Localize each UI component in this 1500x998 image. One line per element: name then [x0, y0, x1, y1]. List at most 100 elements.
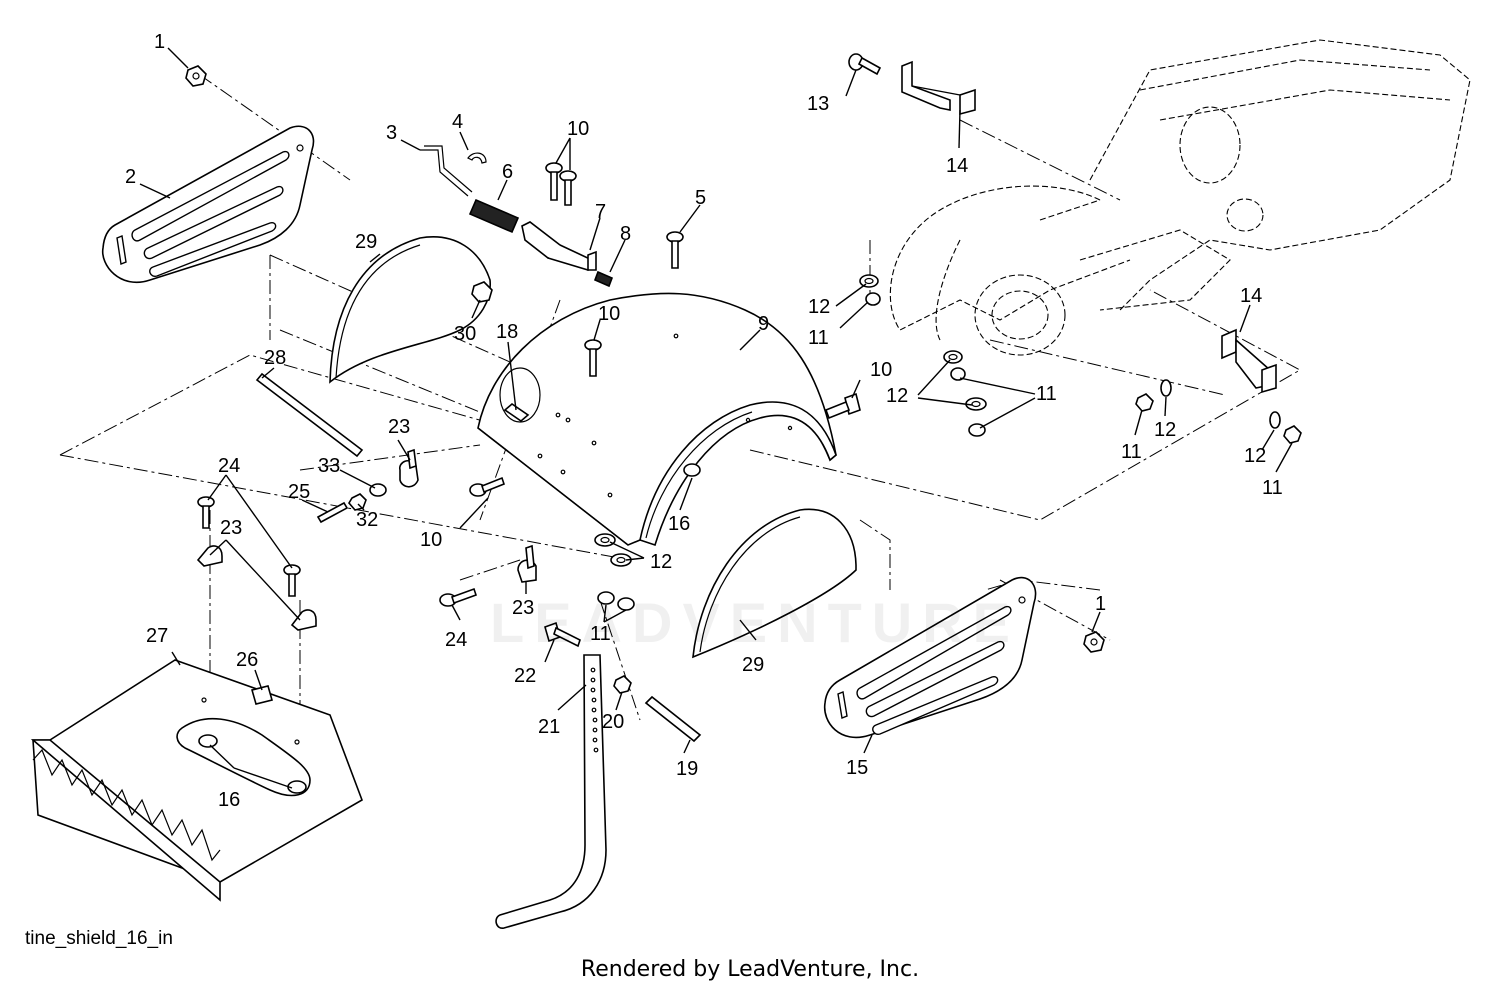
callout-16-flap: 16 [218, 789, 240, 811]
carriage-bolt-24b[interactable] [283, 564, 301, 597]
depth-bar[interactable] [495, 654, 607, 929]
nut-11e[interactable] [1283, 425, 1302, 444]
callout-6: 6 [502, 161, 513, 183]
callout-12-a: 12 [808, 296, 830, 318]
carriage-bolt-10e[interactable] [469, 476, 505, 497]
rear-flap[interactable] [30, 659, 363, 902]
figure-id-label: tine_shield_16_in [25, 928, 173, 949]
hex-bolt-22[interactable] [544, 621, 581, 648]
callout-12-b: 12 [886, 385, 908, 407]
callout-14-top: 14 [946, 155, 968, 177]
tiller-frame-outline [889, 39, 1471, 356]
side-plate-right[interactable] [823, 576, 1037, 738]
callout-25: 25 [288, 481, 310, 503]
carriage-bolt-10c[interactable] [584, 339, 602, 377]
washer-12e[interactable] [1269, 411, 1281, 429]
callout-29-left: 29 [355, 231, 377, 253]
callout-2: 2 [125, 166, 136, 188]
callout-12-d: 12 [1244, 445, 1266, 467]
hex-bolt-10d[interactable] [824, 392, 861, 420]
nut-11b[interactable] [950, 367, 966, 381]
callout-18: 18 [496, 321, 518, 343]
callout-21: 21 [538, 716, 560, 738]
callout-1-top: 1 [154, 31, 165, 53]
decal-26[interactable] [251, 685, 273, 705]
carriage-bolt-5[interactable] [666, 231, 684, 269]
rod-28[interactable] [255, 372, 364, 458]
nut-20[interactable] [613, 675, 632, 694]
callout-19: 19 [676, 758, 698, 780]
callout-8: 8 [620, 223, 631, 245]
callout-23-left: 23 [220, 517, 242, 539]
callout-29-right: 29 [742, 654, 764, 676]
end-cap-right[interactable] [692, 508, 857, 659]
callout-14-right: 14 [1240, 285, 1262, 307]
leader-lines [139, 47, 1293, 789]
callout-23-bottom: 23 [512, 597, 534, 619]
callout-33: 33 [318, 455, 340, 477]
flange-nut-1a[interactable] [185, 65, 207, 87]
spring-6[interactable] [468, 198, 520, 234]
washer-12d[interactable] [1160, 379, 1172, 397]
nut-11d[interactable] [1135, 393, 1154, 412]
spring-8[interactable] [593, 270, 614, 288]
pin-25[interactable] [316, 501, 349, 524]
end-cap-left[interactable] [329, 236, 491, 384]
washer-12b[interactable] [943, 350, 963, 364]
washer-12f[interactable] [594, 533, 616, 547]
washer-33[interactable] [369, 483, 387, 497]
nut-32[interactable] [348, 493, 367, 511]
bolt-18[interactable] [503, 402, 530, 423]
hairpin-3[interactable] [420, 145, 473, 197]
nut-30[interactable] [471, 281, 493, 303]
carriage-bolt-10a[interactable] [545, 162, 563, 201]
nut-11f[interactable] [597, 591, 615, 605]
callout-10-center: 10 [598, 303, 620, 325]
footer-caption: Rendered by LeadVenture, Inc. [580, 957, 920, 982]
clamp-23a[interactable] [399, 448, 419, 488]
callout-1-right: 1 [1095, 593, 1106, 615]
callout-28: 28 [264, 347, 286, 369]
tine-shield-hood[interactable] [477, 292, 837, 547]
clip-4[interactable] [467, 152, 487, 164]
side-plate-left[interactable] [102, 125, 315, 283]
callout-15: 15 [846, 757, 868, 779]
callout-23-top: 23 [388, 416, 410, 438]
bracket-7[interactable] [521, 221, 597, 271]
callout-26: 26 [236, 649, 258, 671]
callout-labels: 1 1 2 3 4 5 6 7 8 9 10 10 10 10 11 11 11… [125, 31, 1283, 811]
callout-11-d: 11 [1262, 477, 1283, 499]
callout-12-e: 12 [650, 551, 672, 573]
washer-12a[interactable] [859, 274, 879, 288]
callout-11-b: 11 [1036, 383, 1057, 405]
callout-27: 27 [146, 625, 168, 647]
callout-16-hood: 16 [668, 513, 690, 535]
callout-13: 13 [807, 93, 829, 115]
carriage-bolt-10b[interactable] [559, 170, 577, 206]
callout-11-c: 11 [1121, 441, 1142, 463]
callout-3: 3 [386, 122, 397, 144]
nut-16[interactable] [683, 463, 701, 477]
callout-11-e: 11 [590, 623, 611, 645]
flange-nut-1b[interactable] [1083, 631, 1105, 653]
clamp-23c[interactable] [290, 609, 317, 631]
callout-22: 22 [514, 665, 536, 687]
bracket-14b[interactable] [1221, 328, 1277, 394]
callout-10-top: 10 [567, 118, 589, 140]
clamp-23b[interactable] [196, 545, 223, 567]
callout-11-a: 11 [808, 327, 829, 349]
hex-bolt-13[interactable] [848, 53, 882, 76]
pin-19[interactable] [644, 695, 702, 743]
bracket-14a[interactable] [901, 60, 976, 116]
clamp-23d[interactable] [517, 544, 537, 583]
callout-4: 4 [452, 111, 463, 133]
carriage-bolt-24a[interactable] [197, 496, 215, 529]
callout-10-right: 10 [870, 359, 892, 381]
nut-11a[interactable] [865, 292, 881, 306]
washer-12g[interactable] [610, 553, 632, 567]
callout-24-bottom: 24 [445, 629, 467, 651]
callout-30: 30 [454, 323, 476, 345]
carriage-bolt-24c[interactable] [439, 587, 478, 607]
